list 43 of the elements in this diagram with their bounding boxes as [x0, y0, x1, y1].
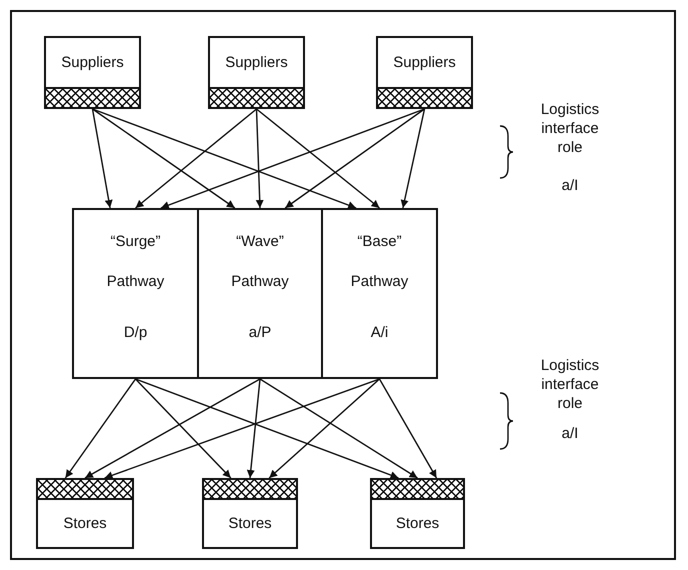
arrow	[260, 378, 418, 479]
role-label: Logistics interface role	[540, 356, 600, 413]
arrow	[284, 108, 425, 209]
arrow	[135, 378, 399, 479]
arrow	[378, 378, 438, 478]
arrow	[268, 378, 380, 479]
pathway-name: “Surge” Pathway	[106, 232, 166, 292]
arrow	[84, 378, 260, 479]
role-code: a/I	[560, 424, 580, 443]
suppliers-box	[44, 36, 141, 109]
role-label: Logistics interface role	[540, 100, 600, 157]
node-label: Suppliers	[393, 54, 456, 71]
pathway-box	[321, 208, 438, 379]
pathway-box	[197, 208, 323, 379]
node-label: Stores	[63, 515, 107, 532]
pathway-name: “Base” Pathway	[350, 232, 410, 292]
pathway-name: “Wave” Pathway	[230, 232, 290, 292]
arrow	[92, 108, 356, 209]
arrow	[64, 378, 136, 478]
arrow	[92, 108, 236, 209]
arrow	[92, 108, 113, 208]
pathway-code: a/P	[248, 323, 272, 343]
suppliers-box	[376, 36, 473, 109]
pathway-code: A/i	[370, 323, 390, 343]
pathway-box	[72, 208, 199, 379]
node-label: Suppliers	[61, 54, 124, 71]
arrow	[256, 108, 380, 209]
pathway-code: D/p	[122, 323, 148, 343]
suppliers-box	[208, 36, 305, 109]
arrow	[256, 108, 264, 208]
node-label: Stores	[228, 515, 272, 532]
arrow	[104, 378, 380, 480]
stores-box	[36, 478, 134, 549]
stores-box	[370, 478, 465, 549]
node-label: Suppliers	[225, 54, 288, 71]
role-code: a/I	[560, 176, 580, 195]
stores-box	[202, 478, 298, 549]
node-label: Stores	[396, 515, 440, 532]
arrow	[400, 108, 426, 208]
arrow	[135, 108, 257, 209]
arrow	[246, 378, 261, 478]
arrow	[160, 108, 425, 209]
arrow	[135, 378, 232, 478]
